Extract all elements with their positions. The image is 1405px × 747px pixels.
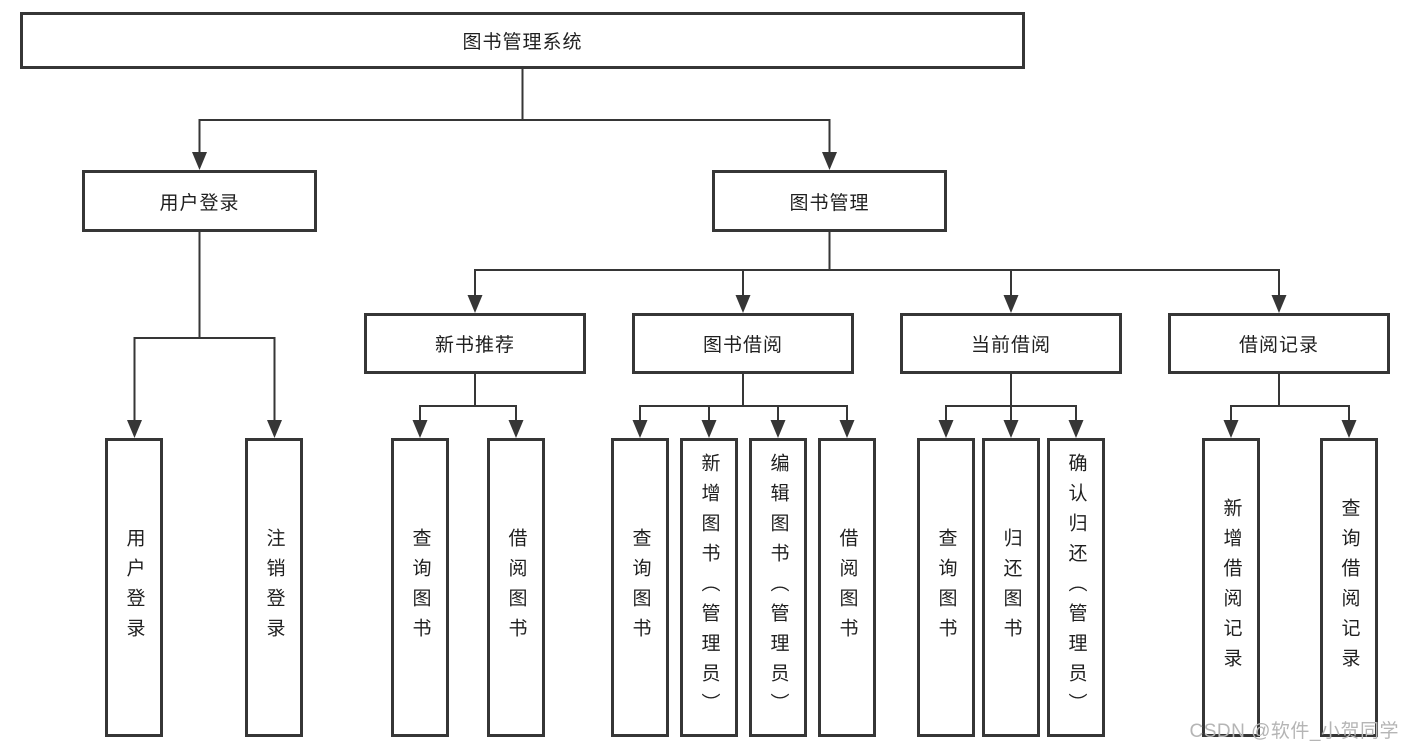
- node-label: 编辑图书（管理员）: [767, 452, 789, 723]
- node-label: 查询图书: [629, 527, 651, 648]
- node-label: 图书管理系统: [462, 32, 583, 53]
- leaf-edit-book-admin: 编辑图书（管理员）: [749, 438, 807, 737]
- leaf-confirm-return-admin: 确认归还（管理员）: [1047, 438, 1105, 737]
- node-label: 借阅记录: [1238, 335, 1319, 356]
- node-label: 用户登录: [123, 527, 145, 648]
- node-label: 查询图书: [935, 527, 957, 648]
- node-label: 借阅图书: [836, 527, 858, 648]
- leaf-add-borrow-record: 新增借阅记录: [1202, 438, 1260, 737]
- leaf-borrow-books-borrowing: 借阅图书: [818, 438, 876, 737]
- node-library-management-system: 图书管理系统: [20, 12, 1025, 69]
- leaf-query-borrow-record: 查询借阅记录: [1320, 438, 1378, 737]
- node-label: 注销登录: [263, 527, 285, 648]
- node-label: 新书推荐: [434, 335, 515, 356]
- node-label: 新增借阅记录: [1220, 497, 1242, 678]
- node-label: 图书借阅: [702, 335, 783, 356]
- node-label: 图书管理: [789, 192, 870, 214]
- leaf-user-login: 用户登录: [105, 438, 163, 737]
- csdn-watermark: CSDN @软件_小贺同学: [1189, 721, 1399, 742]
- node-new-book-recommend: 新书推荐: [364, 313, 586, 374]
- node-label: 查询借阅记录: [1338, 497, 1360, 678]
- node-label: 确认归还（管理员）: [1065, 452, 1087, 723]
- leaf-query-books-current: 查询图书: [917, 438, 975, 737]
- node-book-management: 图书管理: [712, 170, 947, 232]
- node-label: 当前借阅: [970, 335, 1051, 356]
- node-borrowing-records: 借阅记录: [1168, 313, 1390, 374]
- node-label: 新增图书（管理员）: [698, 452, 720, 723]
- leaf-query-books-recommend: 查询图书: [391, 438, 449, 737]
- leaf-logout: 注销登录: [245, 438, 303, 737]
- node-label: 归还图书: [1000, 527, 1022, 648]
- leaf-query-books-borrowing: 查询图书: [611, 438, 669, 737]
- leaf-borrow-books-recommend: 借阅图书: [487, 438, 545, 737]
- leaf-return-books: 归还图书: [982, 438, 1040, 737]
- node-label: 用户登录: [159, 192, 240, 214]
- node-label: 借阅图书: [505, 527, 527, 648]
- node-book-borrowing: 图书借阅: [632, 313, 854, 374]
- node-current-borrowing: 当前借阅: [900, 313, 1122, 374]
- node-label: 查询图书: [409, 527, 431, 648]
- leaf-add-book-admin: 新增图书（管理员）: [680, 438, 738, 737]
- node-user-login: 用户登录: [82, 170, 317, 232]
